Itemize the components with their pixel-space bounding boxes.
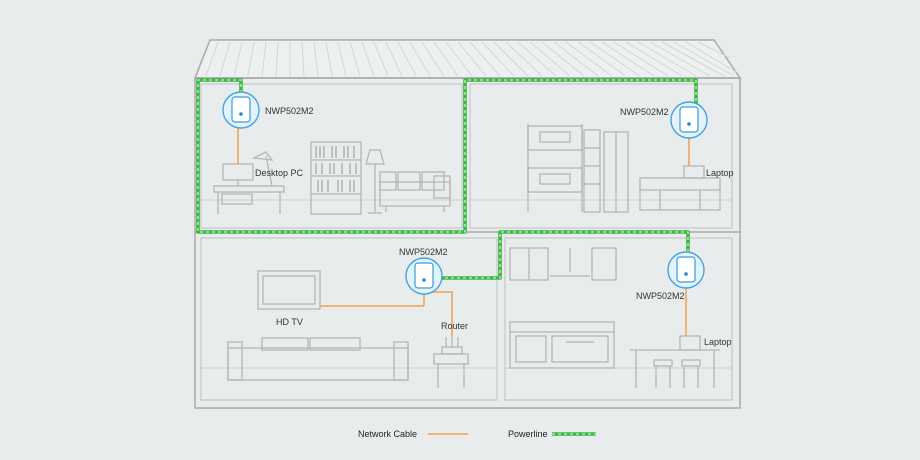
powerline-adapter-bottom-right [667,251,705,289]
laptop-lower-shape [679,335,701,351]
powerline-adapter-top-left [222,91,260,129]
bookshelf [310,141,362,215]
kitchen-table [630,349,720,388]
device-label-laptop-lower: Laptop [704,337,732,347]
room-kitchen [504,237,733,401]
device-label-desktop-pc: Desktop PC [255,168,304,178]
tv-screen [257,270,321,310]
adapter-label-top-left: NWP502M2 [265,106,314,116]
desktop-monitor [222,163,254,186]
device-label-router: Router [441,321,468,331]
adapter-label-bottom-right: NWP502M2 [636,291,685,301]
adapter-label-bottom-left: NWP502M2 [399,247,448,257]
device-label-hd-tv: HD TV [276,317,303,327]
desk [213,185,285,214]
sofa-study [379,171,451,212]
room-living [200,237,498,401]
dresser [639,177,721,211]
legend: Network Cable Powerline [358,429,596,439]
floor-lamp [365,149,385,214]
sofa-living [227,337,409,381]
device-label-laptop-upper: Laptop [706,168,734,178]
kitchen-counter [509,321,615,369]
wardrobe [603,131,629,213]
kitchen-upper-cabinets [509,247,617,281]
room-study [200,83,463,229]
powerline-adapter-bottom-left [405,257,443,295]
router-table [433,353,469,388]
adapter-label-top-right: NWP502M2 [620,107,669,117]
roof-shingles [205,41,737,77]
legend-powerline-label: Powerline [508,429,548,439]
desk-lamp [251,151,274,187]
bunk-bed [527,124,601,213]
room-bedroom [469,83,733,229]
legend-network-cable-label: Network Cable [358,429,417,439]
router-device [441,337,463,355]
powerline-path [196,78,698,280]
outer-wall [194,77,741,409]
house-outline [193,39,742,409]
powerline-adapter-top-right [670,101,708,139]
laptop-upper-shape [683,165,705,179]
